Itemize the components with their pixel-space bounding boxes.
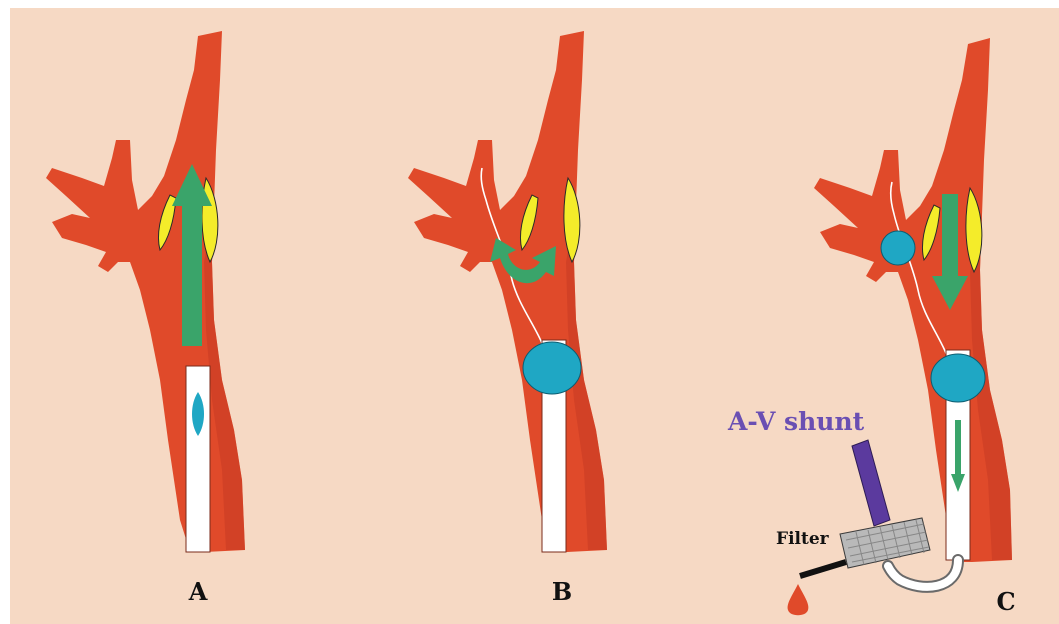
- panel-label-b: B: [552, 577, 572, 606]
- panel-label-c: C: [996, 587, 1015, 616]
- panel-b-occlusion-balloon: [523, 342, 581, 394]
- panel-label-a: A: [188, 577, 208, 606]
- shunt-label: A-V shunt: [727, 407, 865, 436]
- panel-c-occlusion-balloon: [931, 354, 985, 402]
- filter-label: Filter: [776, 529, 830, 549]
- panel-c-external-carotid-balloon: [881, 231, 915, 265]
